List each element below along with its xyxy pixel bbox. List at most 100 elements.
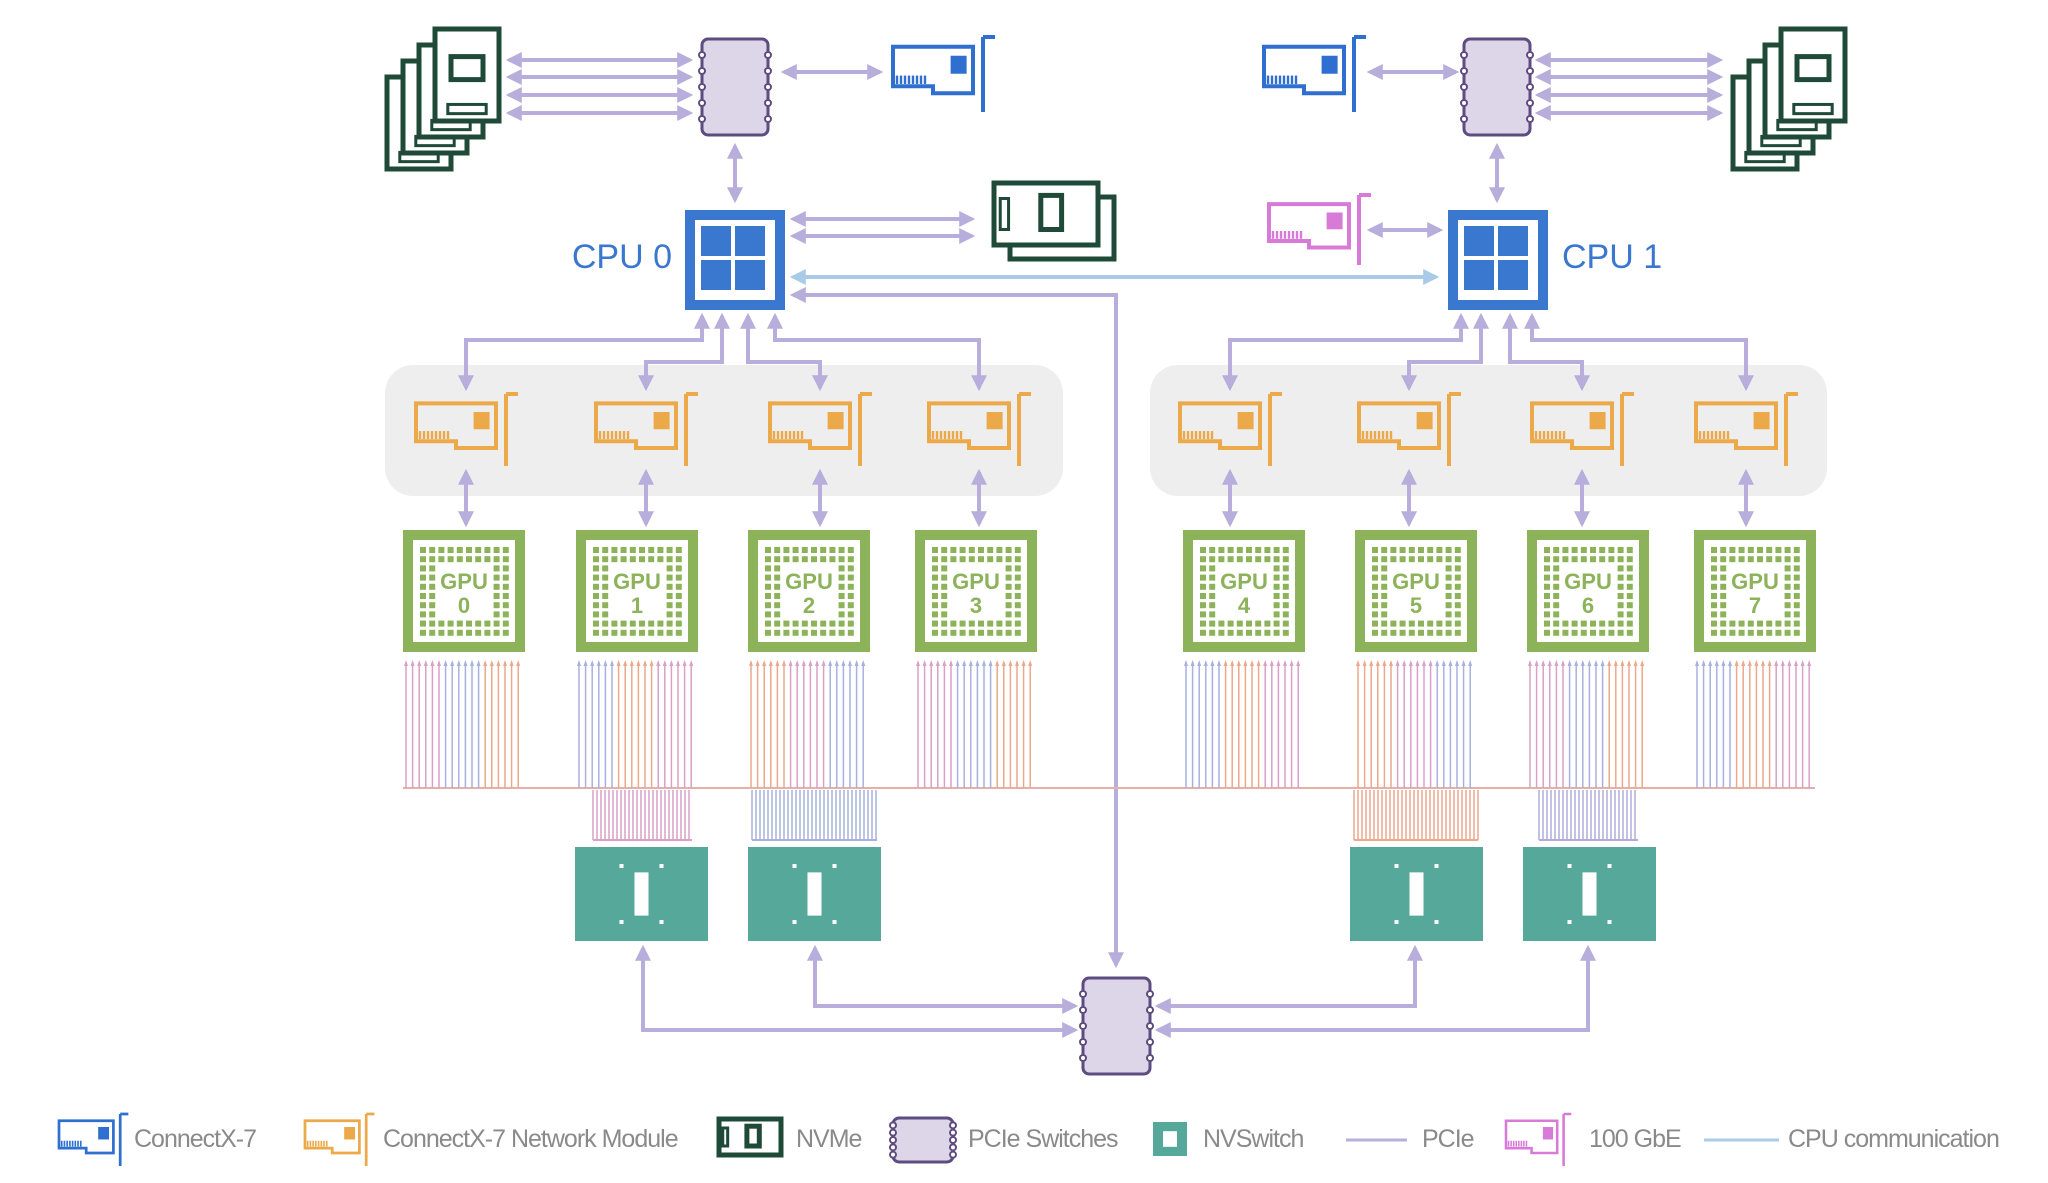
gpu-pad [1282, 574, 1289, 581]
nvlink-arrowhead [583, 660, 588, 666]
gpu-pad [1626, 556, 1633, 563]
nvlink-bundle-gpu-7 [1695, 660, 1812, 788]
gpu-pad [1418, 620, 1424, 627]
gpu-pad [1784, 602, 1791, 609]
gpu-pad [648, 547, 655, 553]
gpu-pad [1711, 629, 1717, 636]
gpu-pad [438, 556, 445, 563]
nvlink-arrowhead [821, 660, 826, 666]
gpu-pad [1544, 547, 1550, 553]
gpu-pad [502, 556, 509, 563]
gpu-pad [1617, 593, 1624, 599]
gpu-pad [429, 611, 436, 618]
gpu-pad [1390, 547, 1397, 553]
gpu-pad [1544, 593, 1550, 599]
gpu-pad [1427, 620, 1434, 627]
gpu-pad [1399, 620, 1406, 627]
gpu-pad [493, 629, 500, 636]
gpu-pad [420, 620, 426, 627]
gpu-pad [978, 629, 984, 636]
gpu-pad [1784, 574, 1791, 581]
gpu-pad [932, 556, 938, 563]
gpu-pad [1246, 547, 1252, 553]
gpu-pad [1738, 556, 1745, 563]
gpu-pad [987, 547, 994, 553]
gpu-pad [941, 629, 948, 636]
gpu-index: 3 [970, 593, 982, 618]
gpu-pad [1436, 629, 1443, 636]
gpu-pad [783, 629, 790, 636]
switch-notch [1460, 99, 1468, 107]
nvlink-arrowhead [848, 660, 852, 666]
gpu-pad [1381, 602, 1388, 609]
gpu-pad [1273, 556, 1280, 563]
nvswitch-dot [1394, 864, 1399, 868]
gpu-pad [1282, 583, 1289, 590]
gpu-pad [1617, 611, 1624, 618]
nvswitch-dot [1394, 920, 1399, 924]
nvlink-arrowhead [801, 660, 806, 666]
nvme-stack-right [1730, 26, 1848, 172]
cpu-core [735, 260, 765, 290]
gpu-pad [1264, 620, 1271, 627]
gpu-pad [1738, 629, 1745, 636]
gpu-pad [1381, 620, 1388, 627]
gpu-pad [1775, 629, 1782, 636]
nvlink-arrowhead [949, 660, 953, 666]
gpu-pad [675, 620, 682, 627]
gpu-pad [959, 620, 966, 627]
nvlink-arrowhead [815, 660, 819, 666]
gpu-pad [987, 556, 994, 563]
gpu-pad [1747, 620, 1754, 627]
gpu-pad [484, 556, 491, 563]
nvlink-arrowhead [1269, 660, 1274, 666]
gpu-index: 5 [1410, 593, 1422, 618]
nvlink-arrowhead [1747, 660, 1752, 666]
gpu-pad [932, 565, 938, 572]
gpu-pad [1209, 620, 1216, 627]
cpu-core [1464, 226, 1494, 256]
nvlink-arrowhead [1448, 660, 1453, 666]
gpu-label: GPU [440, 569, 488, 594]
gpu-pad [1553, 574, 1560, 581]
gpu-pad [1445, 556, 1452, 563]
gpu-pad [1617, 556, 1624, 563]
gpu-pad [1282, 620, 1289, 627]
gpu-pad [1372, 556, 1378, 563]
gpu-pad [1626, 629, 1633, 636]
gpu-label: GPU [1220, 569, 1268, 594]
gpu-pad [1626, 583, 1633, 590]
gpu-pad [447, 620, 454, 627]
gpu-pad [502, 593, 509, 599]
gpu-pad [932, 629, 938, 636]
gpu-pad [493, 602, 500, 609]
gpu-pad [1372, 583, 1378, 590]
gpu-pad [611, 547, 618, 553]
gpu-pad [1445, 620, 1452, 627]
gpu-pad [774, 620, 781, 627]
gpu-pad [493, 583, 500, 590]
nvlink-arrowhead [662, 660, 667, 666]
gpu-pad [1282, 602, 1289, 609]
chip [98, 1127, 110, 1140]
gpu-pad [792, 556, 799, 563]
gpu-pad [1784, 583, 1791, 590]
gpu-pad [1729, 620, 1736, 627]
gpu-pad [820, 620, 827, 627]
gpu-pad [1454, 547, 1461, 553]
card-outline [1357, 401, 1441, 450]
gpu-pad [932, 611, 938, 618]
gpu-pad [1793, 611, 1800, 618]
gpu-pad [1014, 565, 1021, 572]
nvlink-arrowhead [1276, 660, 1281, 666]
gpu-pad [1571, 547, 1578, 553]
card-bracket [1784, 392, 1798, 466]
gpu-pad [657, 547, 664, 553]
gpu-pad [657, 556, 664, 563]
gpu-pad [1720, 565, 1727, 572]
gpu-pad [1418, 547, 1424, 553]
legend-label: PCIe Switches [968, 1125, 1118, 1153]
nvlink-arrowhead [1375, 660, 1380, 666]
switch-notch [1146, 1022, 1154, 1030]
